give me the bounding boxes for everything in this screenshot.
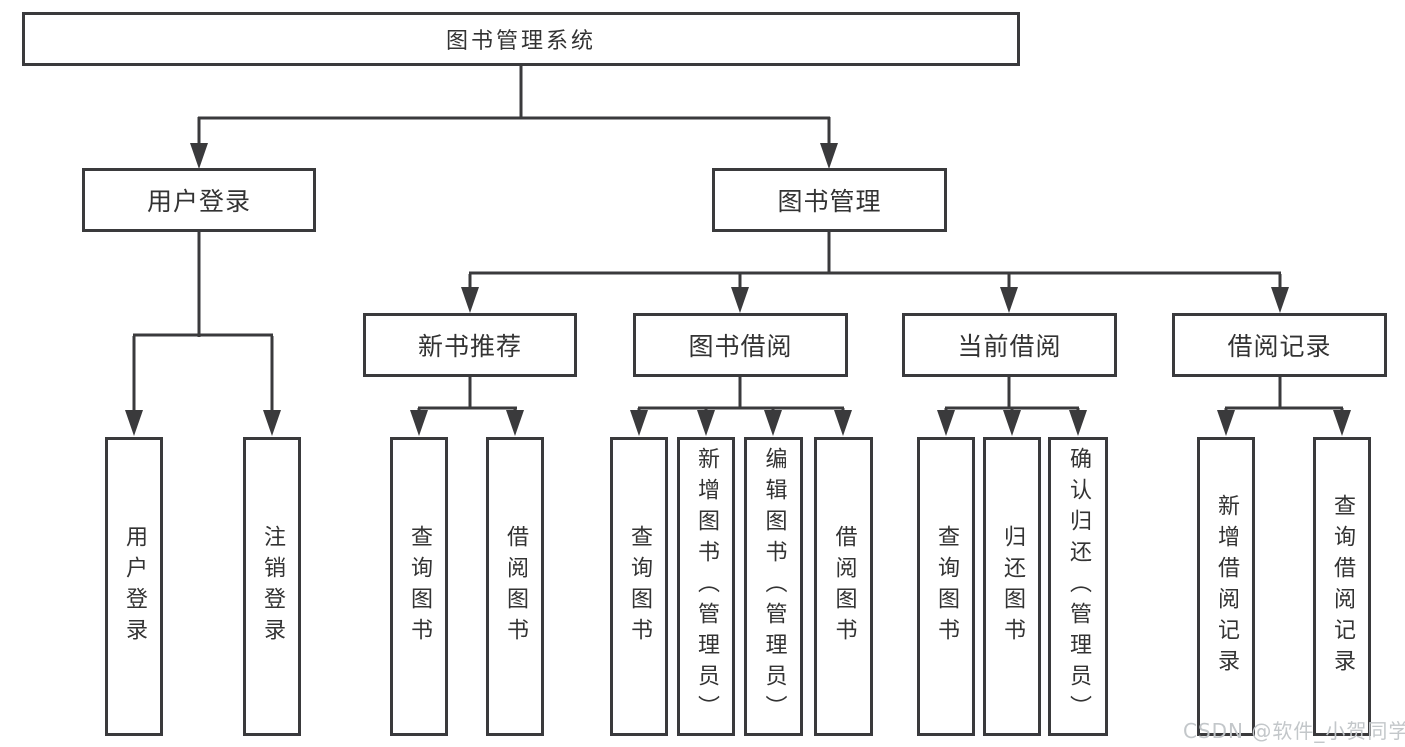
arrow-down-icon	[731, 287, 749, 313]
arrow-down-icon	[1069, 410, 1087, 436]
arrow-down-icon	[1000, 287, 1018, 313]
leaf-return-books: 归还图书	[983, 437, 1041, 736]
node-book-borrowing: 图书借阅	[633, 313, 848, 377]
node-user-login: 用户登录	[82, 168, 316, 232]
node-borrowing-records: 借阅记录	[1172, 313, 1387, 377]
arrow-down-icon	[461, 287, 479, 313]
arrow-down-icon	[697, 410, 715, 436]
leaf-borrow-books-recommend: 借阅图书	[486, 437, 544, 736]
node-book-management: 图书管理	[712, 168, 947, 232]
arrow-down-icon	[410, 410, 428, 436]
arrow-down-icon	[125, 410, 143, 436]
csdn-watermark: CSDN @软件_小贺同学	[1183, 719, 1405, 743]
leaf-add-borrow-record: 新增借阅记录	[1197, 437, 1255, 736]
leaf-query-books-current: 查询图书	[917, 437, 975, 736]
arrow-down-icon	[263, 410, 281, 436]
arrow-down-icon	[1271, 287, 1289, 313]
arrowheads	[125, 143, 1351, 436]
node-new-book-recommend: 新书推荐	[363, 313, 577, 377]
arrow-down-icon	[834, 410, 852, 436]
arrow-down-icon	[764, 410, 782, 436]
arrow-down-icon	[937, 410, 955, 436]
leaf-query-books-borrowing: 查询图书	[610, 437, 668, 736]
arrow-down-icon	[1333, 410, 1351, 436]
leaf-confirm-return-admin: 确认归还（管理员）	[1048, 437, 1108, 736]
leaf-user-login: 用户登录	[105, 437, 163, 736]
leaf-add-book-admin: 新增图书（管理员）	[677, 437, 735, 736]
leaf-borrow-books-borrowing: 借阅图书	[814, 437, 873, 736]
node-current-borrowing: 当前借阅	[902, 313, 1117, 377]
arrow-down-icon	[820, 143, 838, 169]
leaf-edit-book-admin: 编辑图书（管理员）	[744, 437, 803, 736]
arrow-down-icon	[1003, 410, 1021, 436]
node-book-management-system: 图书管理系统	[22, 12, 1020, 66]
leaf-logout: 注销登录	[243, 437, 301, 736]
arrow-down-icon	[190, 143, 208, 169]
leaf-query-borrow-record: 查询借阅记录	[1313, 437, 1371, 736]
arrow-down-icon	[506, 410, 524, 436]
arrow-down-icon	[630, 410, 648, 436]
arrow-down-icon	[1217, 410, 1235, 436]
leaf-query-books-recommend: 查询图书	[390, 437, 448, 736]
